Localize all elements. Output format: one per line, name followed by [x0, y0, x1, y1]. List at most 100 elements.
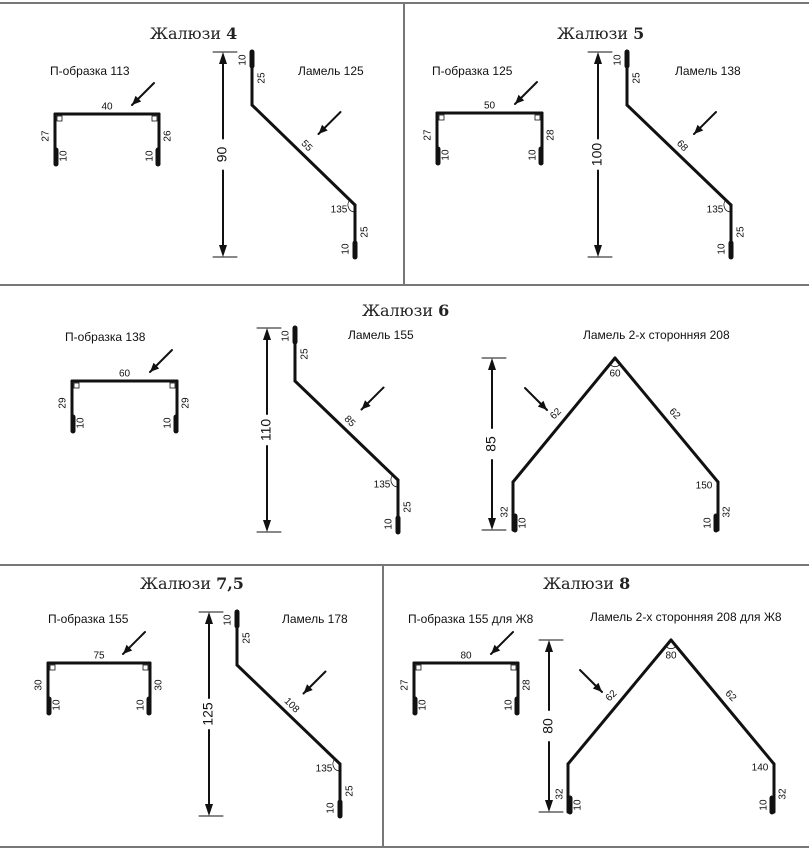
left-hem: 10	[76, 417, 87, 429]
left-leg-length: 32	[555, 788, 566, 800]
bend-angle: 140	[752, 763, 769, 774]
left-leg-height: 29	[58, 397, 69, 409]
profile-label: Ламель 2-х сторонняя 208	[583, 328, 730, 342]
bend-angle: 135	[374, 480, 391, 491]
lower-segment: 25	[403, 501, 414, 513]
profile-label: Ламель 2-х сторонняя 208 для Ж8	[590, 610, 782, 624]
height-dimension: 85	[483, 436, 499, 452]
left-leg-height: 30	[34, 679, 45, 691]
right-leg-height: 28	[522, 679, 533, 691]
upper-segment: 25	[300, 348, 311, 360]
profile-segment	[669, 638, 776, 766]
arrow-head-icon	[219, 52, 227, 64]
arrow-head-icon	[694, 124, 704, 134]
height-dimension: 110	[258, 419, 274, 442]
right-hem: 10	[759, 799, 770, 811]
section-title-5: Жалюзи 5	[557, 24, 644, 43]
arrow-head-icon	[488, 358, 496, 370]
right-leg-height: 28	[546, 129, 557, 141]
left-side-length: 62	[548, 406, 564, 422]
right-leg-height: 26	[163, 130, 174, 142]
angle-arc	[347, 199, 356, 213]
left-hem: 10	[518, 517, 529, 529]
arrow-head-icon	[594, 245, 602, 257]
arrow-head-icon	[123, 644, 133, 654]
right-leg-length: 32	[722, 506, 733, 518]
arrow-head-icon	[537, 400, 547, 410]
right-angle-mark	[534, 114, 541, 121]
top-width: 60	[119, 369, 131, 380]
profile-segment	[613, 356, 720, 484]
right-angle-mark	[56, 115, 63, 122]
lower-segment: 25	[736, 226, 747, 238]
profile-label: П-образка 113	[50, 64, 130, 78]
arrow-head-icon	[132, 95, 142, 105]
profile-segment	[566, 638, 673, 766]
profile-label: П-образка 125	[432, 64, 513, 78]
profile-label: П-образка 155 для Ж8	[408, 612, 534, 626]
right-hem: 10	[528, 149, 539, 161]
apex-angle: 80	[665, 651, 677, 662]
arrow-head-icon	[594, 52, 602, 64]
arrow-head-icon	[491, 644, 501, 654]
upper-segment: 25	[257, 72, 268, 84]
arrow-head-icon	[263, 328, 271, 340]
height-dimension: 90	[214, 147, 230, 163]
section-title-8: Жалюзи 8	[543, 574, 630, 593]
angle-arc	[723, 199, 732, 213]
right-hem: 10	[145, 150, 156, 162]
height-dimension: 125	[200, 702, 216, 726]
apex-angle: 60	[609, 369, 621, 380]
right-angle-mark	[169, 382, 176, 389]
section-title-7-5: Жалюзи 7,5	[140, 574, 244, 593]
right-hem: 10	[504, 699, 515, 711]
bend-angle: 135	[707, 205, 724, 216]
right-hem: 10	[703, 517, 714, 529]
bottom-hem: 10	[717, 243, 728, 255]
bottom-hem: 10	[341, 243, 352, 255]
left-hem: 10	[59, 150, 70, 162]
bottom-hem: 10	[326, 802, 337, 814]
right-leg-height: 30	[154, 679, 165, 691]
height-dimension: 100	[589, 143, 605, 167]
right-angle-mark	[151, 115, 158, 122]
right-hem: 10	[163, 417, 174, 429]
right-angle-mark	[49, 664, 56, 671]
left-leg-length: 32	[500, 506, 511, 518]
right-angle-mark	[73, 382, 80, 389]
arrow-head-icon	[545, 800, 553, 812]
arrow-head-icon	[318, 124, 328, 134]
right-leg-height: 29	[181, 397, 192, 409]
top-width: 75	[93, 651, 105, 662]
arrow-head-icon	[303, 684, 313, 694]
top-width: 40	[101, 102, 113, 113]
profile-segment	[235, 663, 342, 766]
left-hem: 10	[573, 799, 584, 811]
right-angle-mark	[438, 114, 445, 121]
right-angle-mark	[142, 664, 149, 671]
arrow-head-icon	[205, 804, 213, 816]
left-leg-height: 27	[423, 129, 434, 141]
profile-segment	[250, 103, 357, 207]
arrow-head-icon	[592, 682, 602, 692]
profile-label: П-образка 138	[65, 330, 146, 344]
left-hem: 10	[52, 699, 63, 711]
left-side-length: 62	[604, 688, 620, 704]
upper-segment: 25	[632, 72, 643, 84]
angle-arc	[665, 645, 677, 650]
arrow-head-icon	[263, 520, 271, 532]
top-width: 50	[484, 101, 496, 112]
bottom-hem: 10	[384, 518, 395, 530]
arrow-head-icon	[205, 612, 213, 624]
bend-angle: 150	[696, 481, 713, 492]
top-hem: 10	[238, 54, 249, 66]
p-profile: П-образка 138 60 29 29 10 10	[58, 330, 192, 434]
